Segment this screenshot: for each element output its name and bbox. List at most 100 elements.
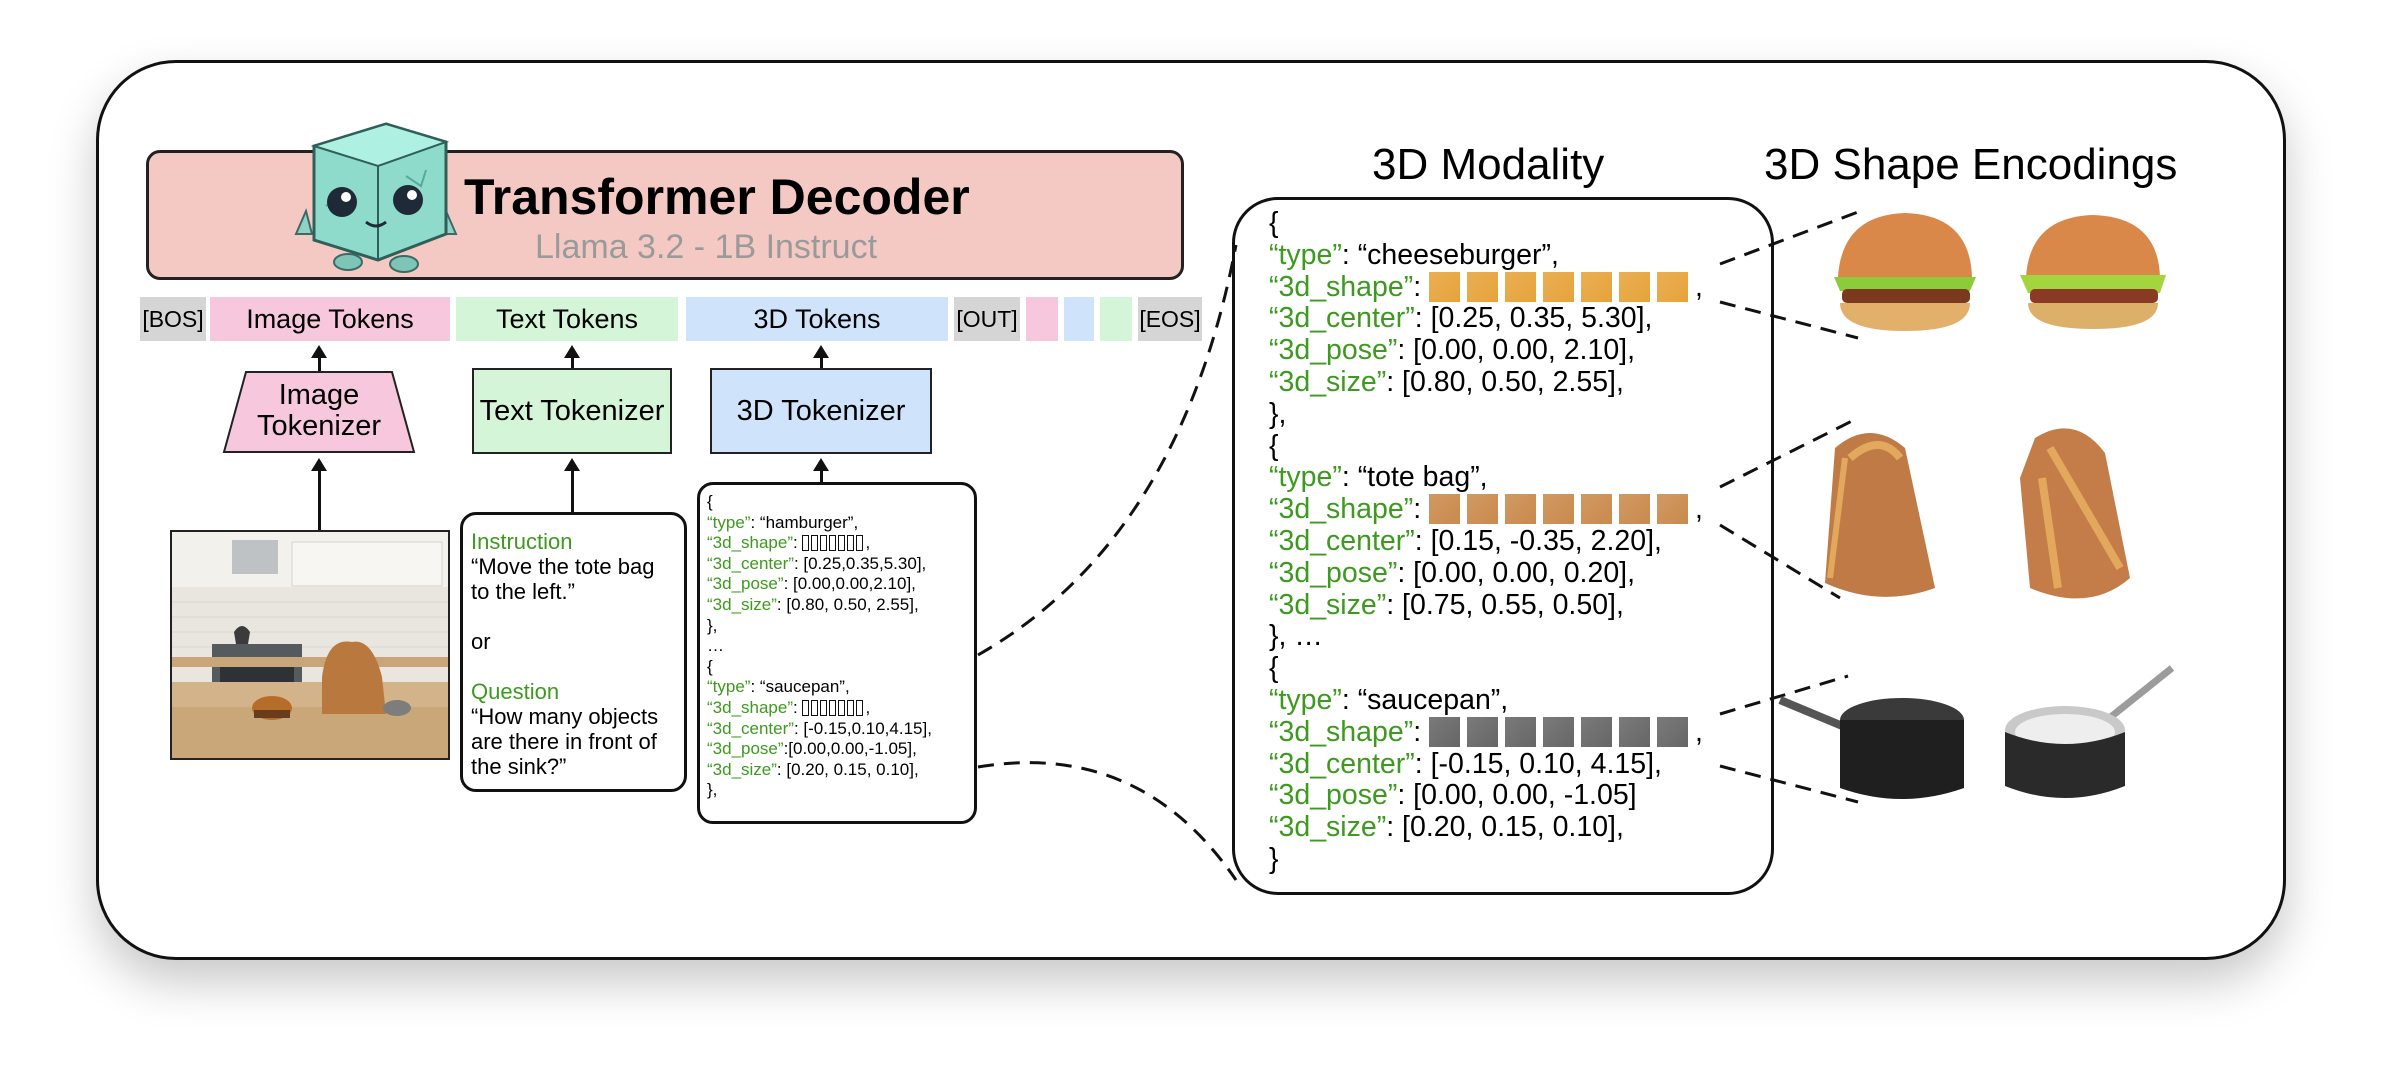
shape-token-square	[1619, 716, 1651, 747]
shape-token-square	[1543, 716, 1575, 747]
json-key: “3d_pose”	[1269, 556, 1398, 589]
json-value: : “tote bag”,	[1341, 461, 1488, 494]
json-shape-row: “3d_shape”: ,	[707, 697, 871, 717]
3d-json-input: { “type”: “hamburger”, “3d_shape”: , “3d…	[697, 482, 977, 824]
json-key: “type”	[707, 512, 751, 532]
shape-token-square	[1657, 271, 1689, 302]
instruction-line1: “Move the tote bag	[471, 554, 655, 579]
bos-token: [BOS]	[140, 297, 206, 341]
json-value: : [0.15, -0.35, 2.20],	[1414, 524, 1662, 557]
json-pose-row: “3d_pose”: [0.00, 0.00, 2.10],	[1269, 334, 1771, 367]
json-value: : [0.20, 0.15, 0.10],	[1386, 811, 1624, 844]
out-token: [OUT]	[954, 297, 1020, 341]
json-key: “3d_center”	[1269, 524, 1415, 557]
3d-tokens: 3D Tokens	[686, 297, 948, 341]
shape-token-square	[1467, 716, 1499, 747]
json-pose-row: “3d_pose”: [0.00,0.00,2.10],	[707, 574, 974, 595]
json-value: :[0.00,0.00,-1.05],	[783, 739, 917, 759]
brace-close: },	[707, 780, 718, 800]
text-token-slot	[1100, 297, 1132, 341]
encodings-heading: 3D Shape Encodings	[1764, 140, 2178, 189]
json-key: “3d_shape”	[1269, 715, 1414, 748]
json-center-row: “3d_center”: [0.25,0.35,5.30],	[707, 554, 974, 575]
instruction-line2: to the left.”	[471, 579, 575, 604]
json-key: “3d_pose”	[707, 574, 784, 594]
shape-token-square	[1619, 271, 1651, 302]
json-value: : “saucepan”,	[1341, 683, 1509, 716]
json-value: : [0.00, 0.00, 2.10],	[1397, 334, 1636, 367]
json-key: “3d_shape”	[707, 697, 794, 717]
json-type-row: “type”: “tote bag”,	[1269, 461, 1771, 494]
json-value: : “saucepan”,	[750, 677, 850, 697]
image-tokens: Image Tokens	[210, 297, 450, 341]
cheeseburger-render-icon	[1834, 213, 2166, 331]
json-value: : [0.00, 0.00, -1.05]	[1397, 779, 1637, 812]
json-value: : [0.20, 0.15, 0.10],	[776, 759, 919, 779]
encoding-line	[1719, 300, 1859, 340]
json-shape-row: “3d_shape”: ,	[1269, 270, 1771, 304]
or-text: or	[471, 629, 491, 654]
shape-token-square	[1657, 716, 1689, 747]
image-token-slot	[1026, 297, 1058, 341]
shape-token-square	[1429, 494, 1461, 525]
brace-close: }	[1269, 842, 1279, 875]
json-key: “type”	[1269, 461, 1342, 494]
json-key: “type”	[707, 677, 751, 697]
decoder-title: Transformer Decoder	[464, 169, 970, 225]
json-key: “3d_center”	[1269, 747, 1415, 780]
json-center-row: “3d_center”: [-0.15, 0.10, 4.15],	[1269, 747, 1771, 781]
brace-close: },	[707, 615, 718, 635]
json-size-row: “3d_size”: [0.20, 0.15, 0.10],	[707, 760, 974, 781]
json-center-row: “3d_center”: [0.15, -0.35, 2.20],	[1269, 524, 1771, 558]
json-key: “3d_size”	[707, 594, 777, 614]
shape-token-square	[1619, 494, 1651, 525]
json-value: : [0.00, 0.00, 0.20],	[1397, 556, 1636, 589]
json-key: “3d_size”	[1269, 365, 1387, 398]
3d-modality-json: {“type”: “cheeseburger”,“3d_shape”: ,“3d…	[1232, 197, 1774, 895]
json-value: : [0.80, 0.50, 2.55],	[776, 594, 919, 614]
json-key: “3d_center”	[707, 718, 794, 738]
arrow-head	[564, 345, 580, 358]
arrow-line	[318, 356, 321, 371]
shape-token-square	[1429, 716, 1461, 747]
question-line2: are there in front of	[471, 729, 657, 754]
json-value: : [0.25,0.35,5.30],	[793, 553, 927, 573]
shape-token-square	[1505, 494, 1537, 525]
zoom-line-top	[977, 244, 1238, 657]
json-type-row: “type”: “cheeseburger”,	[1269, 239, 1771, 272]
arrow-line	[820, 470, 823, 482]
brace-close: },	[1269, 397, 1287, 430]
json-size-row: “3d_size”: [0.75, 0.55, 0.50],	[1269, 588, 1771, 622]
kitchen-photo	[170, 530, 450, 760]
shape-token-square	[1505, 271, 1537, 302]
shape-token-square	[1543, 494, 1575, 525]
json-key: “3d_pose”	[707, 739, 784, 759]
json-value: : [-0.15,0.10,4.15],	[793, 718, 932, 738]
json-key: “3d_shape”	[707, 533, 794, 553]
shape-token-square	[1467, 494, 1499, 525]
shape-token-square	[1429, 271, 1461, 302]
json-pose-row: “3d_pose”:[0.00,0.00,-1.05],	[707, 739, 974, 760]
json-colon: :	[1413, 715, 1430, 748]
image-tokenizer-shape	[222, 371, 416, 453]
brace-open: {	[1269, 429, 1279, 462]
json-key: “3d_size”	[1269, 588, 1387, 621]
arrow-head	[813, 458, 829, 471]
shape-token-square	[1467, 271, 1499, 302]
json-colon: :	[1413, 493, 1430, 526]
json-pose-row: “3d_pose”: [0.00, 0.00, -1.05]	[1269, 779, 1771, 812]
image-tokenizer-line1: Image	[278, 379, 360, 411]
encoding-line	[1719, 764, 1859, 804]
json-type-row: “type”: “hamburger”,	[707, 513, 974, 534]
json-comma: ,	[1695, 270, 1703, 303]
json-size-row: “3d_size”: [0.80, 0.50, 2.55],	[707, 595, 974, 616]
shape-token-square	[1581, 494, 1613, 525]
json-key: “3d_pose”	[1269, 334, 1398, 367]
kitchen-scene-icon	[172, 532, 448, 758]
text-tokenizer-box: Text Tokenizer	[472, 368, 672, 454]
arrow-line	[571, 470, 574, 512]
json-value: : [0.80, 0.50, 2.55],	[1386, 365, 1624, 398]
decoder-subtitle: Llama 3.2 - 1B Instruct	[535, 228, 878, 266]
shape-token-square	[1543, 271, 1575, 302]
arrow-head	[311, 345, 327, 358]
